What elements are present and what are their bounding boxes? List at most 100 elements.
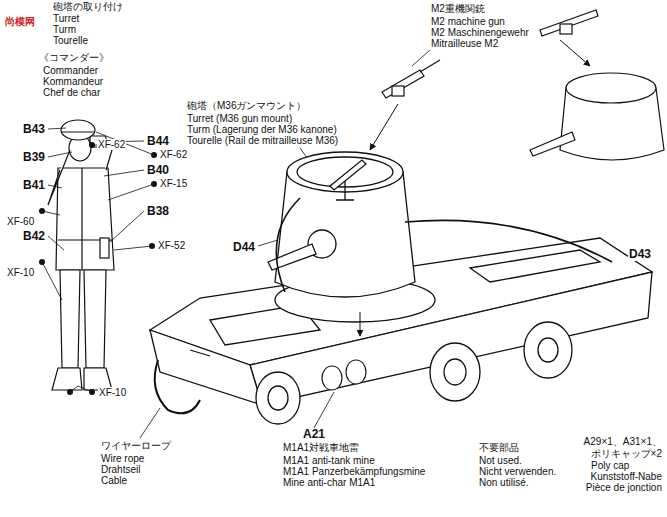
label-text: 尚模网 bbox=[4, 16, 36, 27]
label-text: Mine anti-char M1A1 bbox=[282, 477, 376, 488]
label-text: Drahtseil bbox=[100, 464, 141, 475]
assembly-arrows bbox=[360, 40, 590, 336]
paint-code: XF-10 bbox=[6, 267, 35, 278]
label-text: M1A1 Panzerbekämpfungsmine bbox=[282, 466, 426, 477]
part-number: D43 bbox=[628, 248, 652, 261]
assembled-turret bbox=[566, 73, 656, 103]
part-number: B43 bbox=[22, 123, 46, 136]
label-text: Tourelle (Rail de mitrailleuse M36) bbox=[186, 135, 339, 146]
label-text: Nicht verwenden. bbox=[478, 466, 557, 477]
commander-figure bbox=[56, 168, 114, 270]
label-text: 《コマンダー》 bbox=[38, 52, 110, 63]
commander-figure bbox=[61, 131, 95, 132]
label-text: Pièce de jonction bbox=[585, 482, 663, 493]
label-text: Wire rope bbox=[100, 453, 145, 464]
part-number: B38 bbox=[146, 205, 170, 218]
paint-code: XF-60 bbox=[6, 216, 35, 227]
label-text: ポリキャップ×2 bbox=[590, 448, 663, 459]
commander-figure bbox=[48, 150, 70, 205]
label-text: M1A1対戦車地雷 bbox=[282, 442, 360, 453]
wheels bbox=[268, 386, 288, 410]
label-text: Turret bbox=[52, 13, 80, 24]
leader-lines bbox=[140, 408, 160, 438]
paint-code: XF-52 bbox=[157, 240, 186, 251]
paint-markers bbox=[39, 208, 45, 214]
wheels bbox=[256, 322, 572, 424]
commander-figure bbox=[58, 168, 112, 270]
wire-rope bbox=[155, 360, 200, 413]
paint-code: XF-15 bbox=[159, 178, 188, 189]
paint-markers bbox=[89, 142, 95, 148]
turret bbox=[275, 172, 415, 297]
leader-lines bbox=[70, 386, 92, 392]
assembly-arrows bbox=[370, 104, 398, 150]
leader-lines bbox=[114, 246, 152, 250]
commander-figure bbox=[48, 120, 114, 390]
m2-gun bbox=[382, 70, 424, 98]
paint-markers bbox=[67, 389, 73, 395]
leader-lines bbox=[42, 50, 626, 438]
turret bbox=[268, 152, 415, 297]
commander-figure bbox=[100, 238, 109, 258]
wheels bbox=[538, 338, 558, 362]
vehicle-hull bbox=[190, 350, 210, 356]
handrails bbox=[276, 198, 300, 292]
leader-lines bbox=[42, 262, 62, 300]
label-text: A29×1、A31×1、 bbox=[583, 436, 663, 447]
wheels bbox=[430, 343, 480, 401]
label-text: Mitrailleuse M2 bbox=[430, 38, 499, 49]
mines bbox=[346, 360, 366, 384]
leader-lines bbox=[110, 211, 144, 242]
handrails bbox=[405, 220, 612, 262]
paint-markers bbox=[151, 152, 157, 158]
commander-figure bbox=[60, 270, 80, 368]
leader-lines bbox=[48, 152, 72, 157]
label-text: Non utilisé. bbox=[478, 477, 529, 488]
label-text: M2 machine gun bbox=[430, 16, 506, 27]
m2-gun bbox=[392, 86, 404, 96]
assembled-turret bbox=[530, 10, 664, 160]
paint-code: XF-62 bbox=[159, 149, 188, 160]
turret bbox=[268, 244, 316, 270]
m2-gun bbox=[420, 60, 440, 72]
paint-markers bbox=[149, 243, 155, 249]
leader-lines bbox=[48, 185, 62, 188]
label-text: Kommandeur bbox=[42, 76, 104, 87]
leader-lines bbox=[412, 50, 430, 66]
label-text: Poly cap bbox=[590, 460, 630, 471]
leader-lines bbox=[108, 184, 154, 200]
assembly-arrows bbox=[560, 40, 590, 66]
paint-markers bbox=[39, 142, 157, 395]
leader-lines bbox=[314, 392, 334, 428]
label-text: 砲塔（M36ガンマウント） bbox=[186, 100, 307, 111]
leader-lines bbox=[48, 236, 64, 250]
label-text: M2 Maschinengewehr bbox=[430, 27, 530, 38]
assembled-turret bbox=[540, 10, 598, 36]
part-number: B40 bbox=[146, 164, 170, 177]
part-number: D44 bbox=[232, 241, 256, 254]
label-text: M1A1 anti-tank mine bbox=[282, 455, 376, 466]
vehicle-hull bbox=[470, 250, 600, 282]
part-number: B41 bbox=[22, 179, 46, 192]
paint-code: XF-62 bbox=[97, 139, 126, 150]
leader-lines bbox=[104, 170, 144, 176]
label-text: Cable bbox=[100, 475, 128, 486]
part-number: B44 bbox=[146, 135, 170, 148]
paint-code: XF-10 bbox=[98, 387, 127, 398]
label-text: Turm (Lagerung der M36 kanone) bbox=[186, 124, 338, 135]
label-text: Tourelle bbox=[52, 35, 89, 46]
handrails bbox=[276, 198, 612, 292]
mines bbox=[322, 360, 366, 390]
turret bbox=[330, 160, 366, 190]
part-number: B42 bbox=[22, 230, 46, 243]
assembly-arrows bbox=[360, 312, 361, 336]
paint-markers bbox=[151, 181, 157, 187]
wheels bbox=[444, 359, 466, 385]
step-title: 砲塔の取り付け bbox=[52, 1, 124, 12]
paint-markers bbox=[89, 389, 95, 395]
leader-lines bbox=[258, 240, 278, 246]
label-text: Kunststoff-Nabe bbox=[589, 471, 663, 482]
part-number: B39 bbox=[22, 151, 46, 164]
m2-gun bbox=[382, 60, 440, 98]
